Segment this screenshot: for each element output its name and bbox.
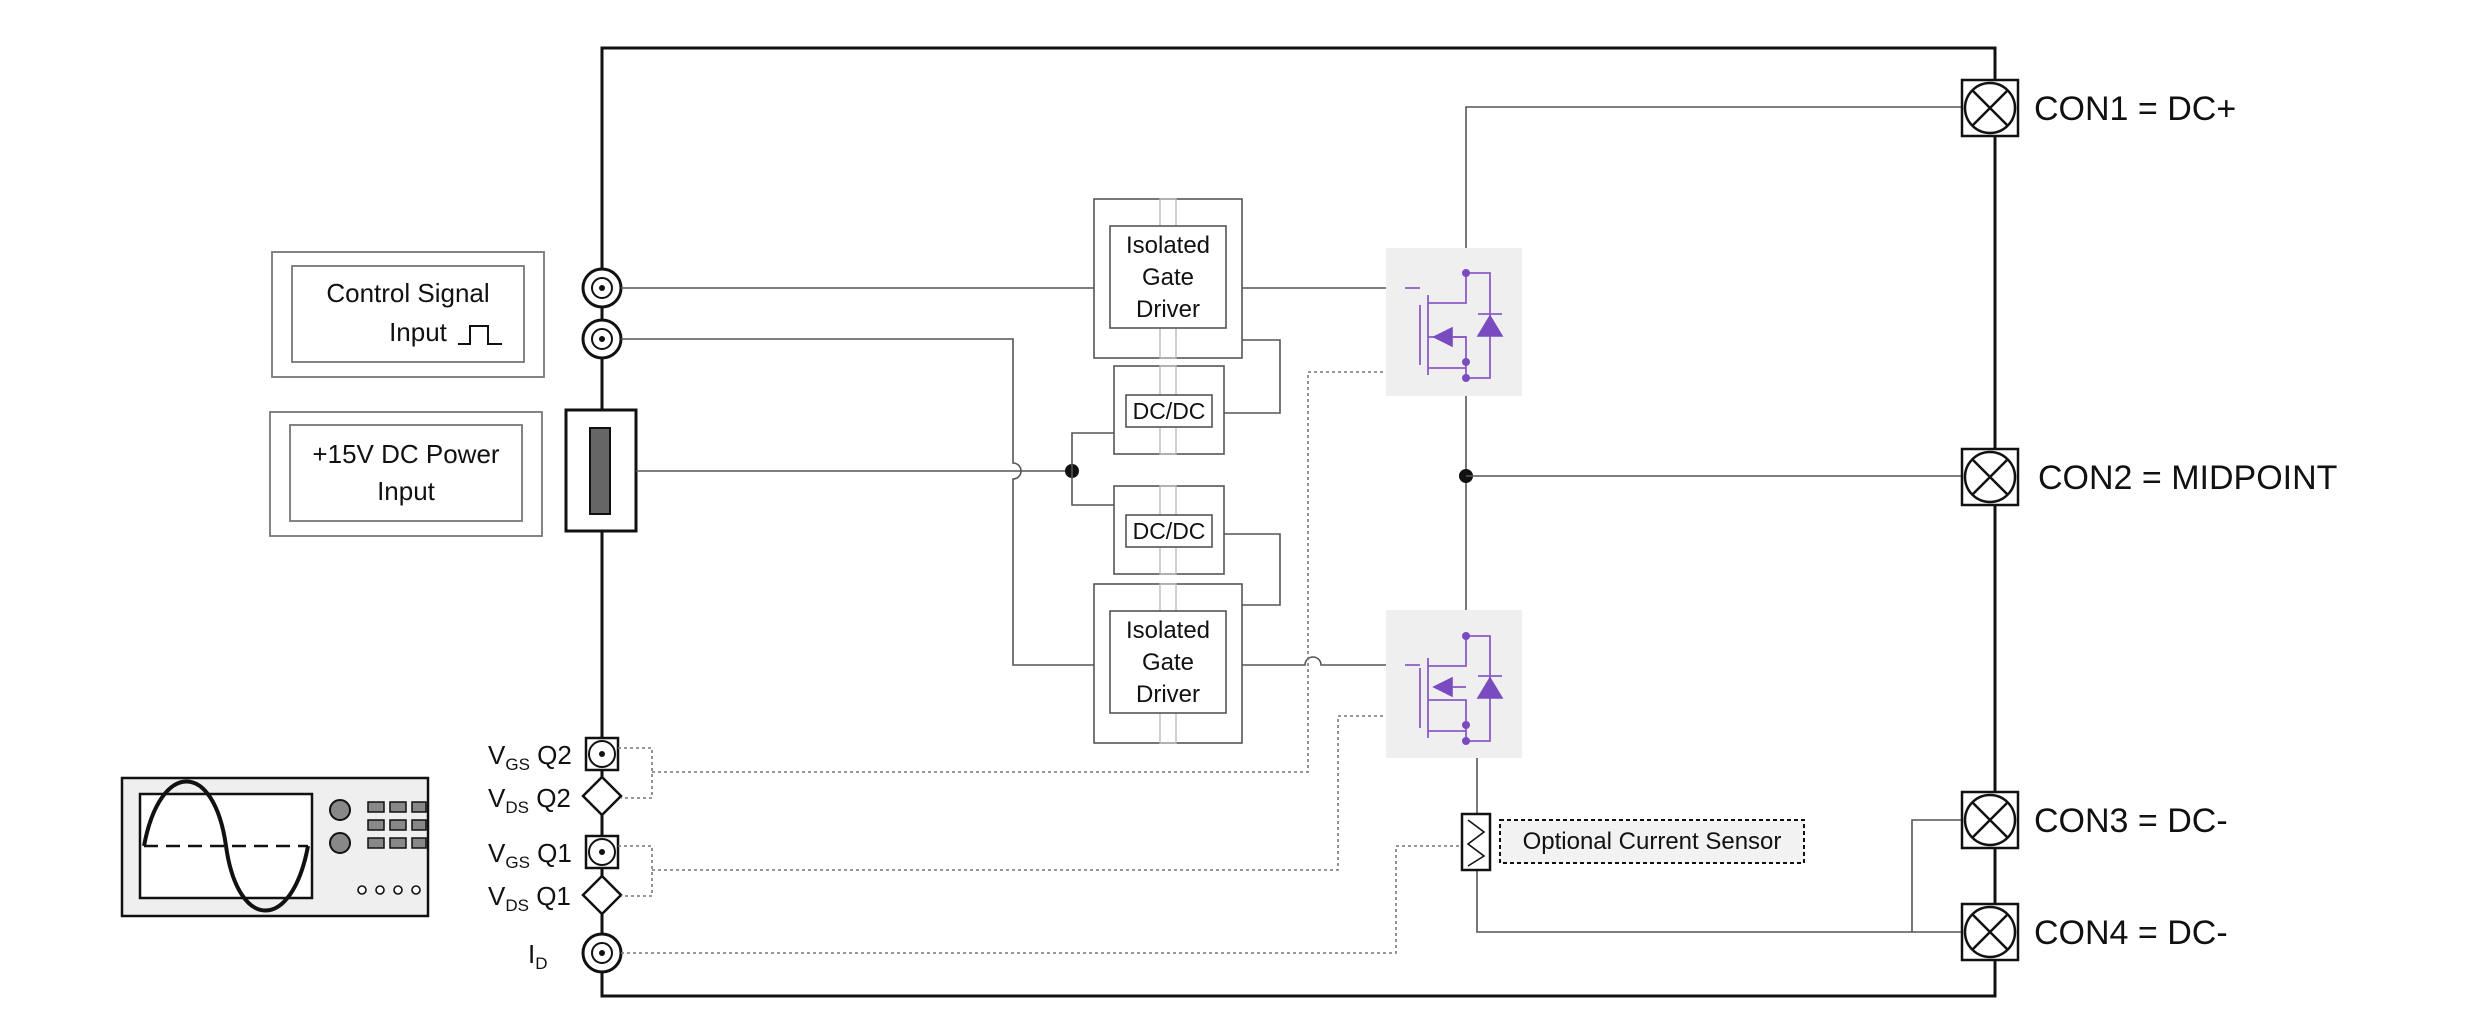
- dcdc-bottom-label: DC/DC: [1133, 518, 1206, 544]
- con4-connector: [1960, 902, 2020, 962]
- power-input-line1: +15V DC Power: [312, 439, 499, 469]
- current-sensor-label-box: [1499, 819, 1805, 864]
- dcdc-top: DC/DC: [1113, 365, 1225, 455]
- control-signal-line1: Control Signal: [326, 278, 489, 308]
- oscilloscope-icon: [120, 776, 430, 918]
- probe-wire-id: [621, 845, 1462, 954]
- square-pulse-icon: [458, 325, 502, 345]
- gate-driver-bottom-line1: Isolated: [1126, 617, 1210, 644]
- wire-dc-minus: [1476, 868, 1962, 933]
- current-sensor-icon: [1460, 812, 1492, 872]
- gate-driver-top-line3: Driver: [1136, 296, 1200, 323]
- bnc-connector-control-2: [581, 318, 623, 360]
- con1-label: CON1 = DC+: [2034, 90, 2236, 128]
- dcdc-top-label: DC/DC: [1133, 398, 1206, 424]
- probe-vds-q1-label: VDS Q1: [488, 881, 571, 915]
- probe-vgs-q1-connector: [584, 834, 620, 870]
- probe-vgs-q1-label: VGS Q1: [488, 838, 572, 872]
- con2-connector: [1960, 447, 2020, 507]
- bnc-connector-control-1: [581, 267, 623, 309]
- power-input-box: +15V DC Power Input: [269, 411, 543, 537]
- control-signal-input-box: Control Signal Input: [271, 251, 545, 378]
- wire-power-dcdc-bottom: [1071, 471, 1114, 506]
- probe-vgs-q2-connector: [584, 736, 620, 772]
- dcdc-bottom: DC/DC: [1113, 485, 1225, 575]
- gate-driver-bottom-line2: Gate: [1142, 649, 1194, 676]
- gate-driver-bottom: Isolated Gate Driver: [1093, 583, 1243, 744]
- probe-vds-q2-connector: [581, 775, 623, 817]
- wire-con3-con4: [1911, 819, 1962, 932]
- probe-id-connector: [581, 932, 623, 974]
- gate-driver-top-line2: Gate: [1142, 264, 1194, 291]
- probe-loop-q2: [618, 747, 653, 799]
- wire-dcdc-top-to-driver: [1224, 339, 1281, 414]
- probe-wire-q1-gate: [652, 715, 1386, 871]
- gate-driver-top: Isolated Gate Driver: [1093, 198, 1243, 359]
- power-input-line2: Input: [377, 476, 436, 506]
- wire-control-bottom: [621, 338, 1094, 666]
- probe-id-label: ID: [528, 939, 548, 973]
- wire-dc-plus: [1465, 106, 1962, 248]
- probe-vds-q1-connector: [581, 874, 623, 916]
- probe-vgs-q2-label: VGS Q2: [488, 740, 572, 774]
- mosfet-q1-icon: [1386, 610, 1522, 758]
- control-signal-line2: Input: [389, 317, 448, 347]
- wire-gate-bottom: [1242, 656, 1386, 666]
- probe-loop-q1: [618, 845, 653, 897]
- con2-label: CON2 = MIDPOINT: [2038, 459, 2337, 497]
- con1-connector: [1960, 78, 2020, 138]
- gate-driver-top-line1: Isolated: [1126, 232, 1210, 259]
- wire-power-dcdc-top: [1071, 432, 1114, 471]
- con3-connector: [1960, 790, 2020, 850]
- con4-label: CON4 = DC-: [2034, 914, 2228, 952]
- current-sensor-label: Optional Current Sensor: [1523, 828, 1782, 855]
- power-connector: [564, 408, 638, 533]
- probe-wire-q2-gate: [652, 371, 1386, 773]
- probe-vds-q2-label: VDS Q2: [488, 783, 571, 817]
- gate-driver-bottom-line3: Driver: [1136, 681, 1200, 708]
- mosfet-q2-icon: [1386, 248, 1522, 396]
- wire-dcdc-bottom-to-driver: [1224, 533, 1281, 606]
- con3-label: CON3 = DC-: [2034, 802, 2228, 840]
